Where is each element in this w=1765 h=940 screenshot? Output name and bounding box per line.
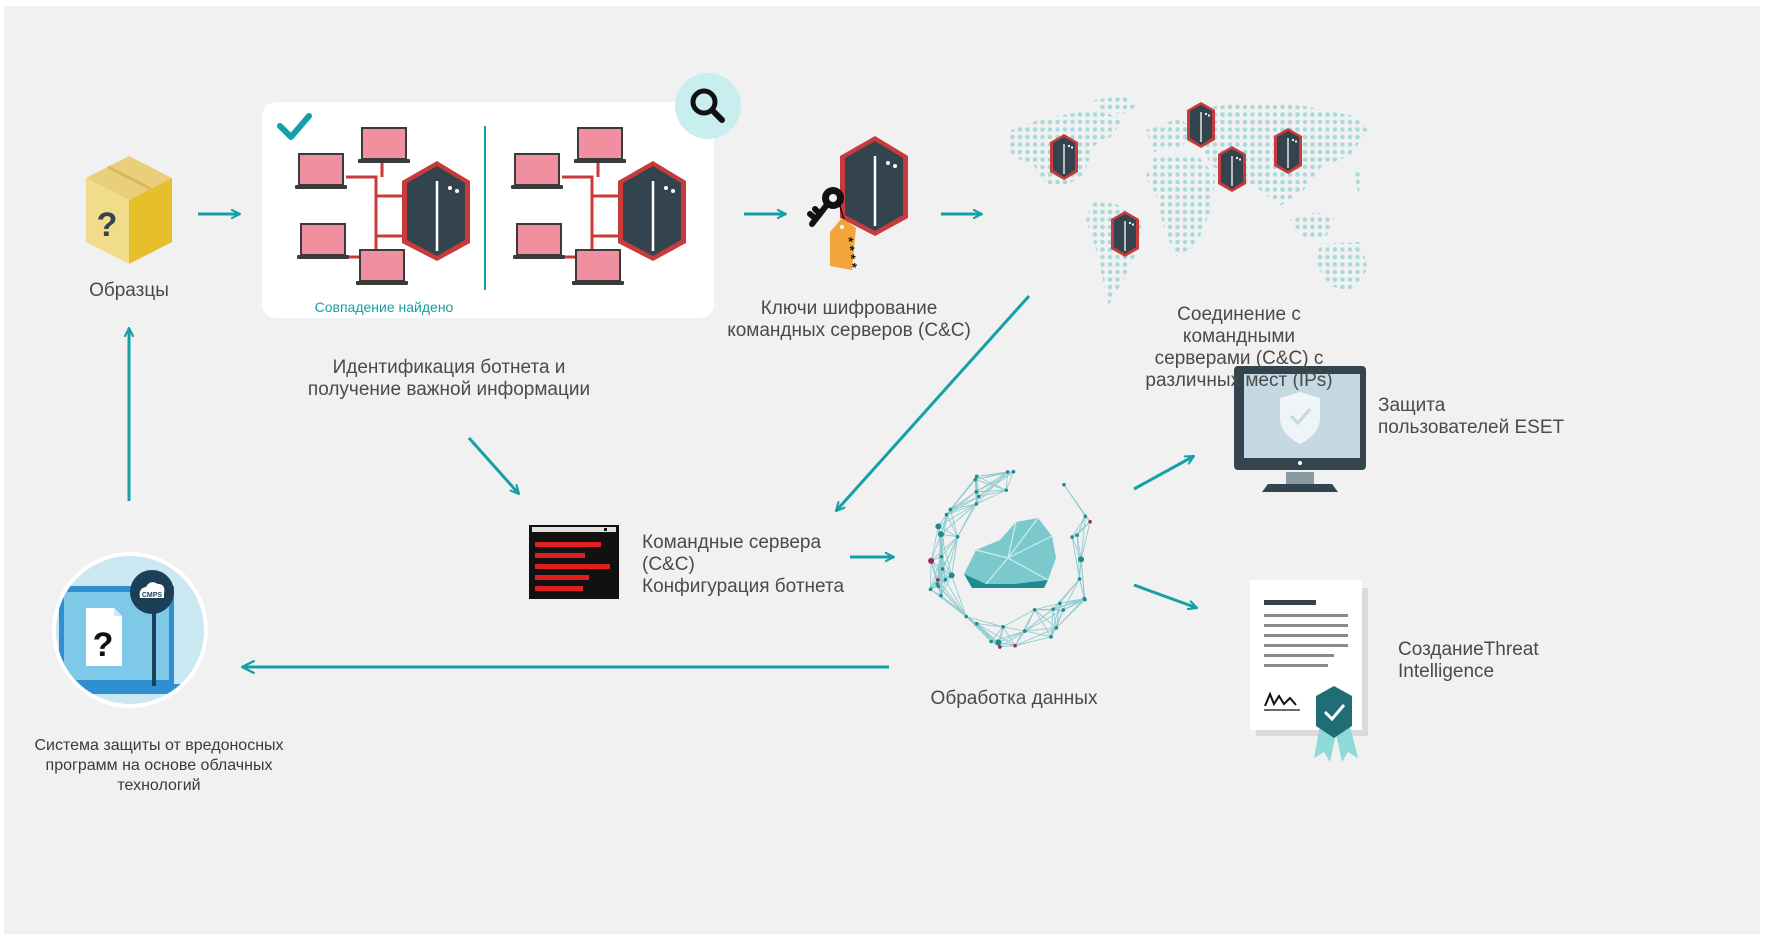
flow-arrows [129,214,1197,674]
diagram-canvas: ? [4,6,1760,934]
encryption-keys-label: Ключи шифрование командных серверов (C&C… [727,298,971,341]
laptop-icon [357,127,411,164]
laptop-icon [296,223,350,260]
server-icon [1217,145,1247,193]
report-certificate-icon [1250,580,1368,762]
server-icon [1049,133,1079,181]
cmps-badge: CMPS [142,592,163,599]
server-icon [1110,210,1140,258]
laptop-icon [294,153,348,190]
monitor-shield-icon [1234,366,1366,492]
server-icon [1273,127,1303,175]
document-question-mark: ? [93,626,114,664]
arrow-processing-to-threat-intel [1133,583,1197,608]
threat-intel-label: СозданиеThreat Intelligence [1398,639,1539,682]
laptop-icon [573,127,627,164]
config-terminal-icon [529,525,619,599]
cloud-network-icon [928,469,1092,649]
key-icon: * * * * [807,187,860,270]
cc-connection-label: Соединение с командными серверами (C&C) … [1145,304,1333,391]
cloud-system-label: Система защиты от вредоносных программ н… [34,737,284,794]
eset-protection-label: Защита пользователей ESET [1378,395,1565,438]
magnifier-icon [675,73,741,139]
arrow-identification-to-config [467,437,521,494]
arrow-processing-to-eset [1133,454,1194,491]
server-icon [838,134,910,238]
key-tag-text: * * * * [841,236,860,270]
cc-config-label: Командные сервера (C&C) Конфигурация бот… [642,532,845,597]
arrow-map-to-config [834,294,1031,511]
checkmark-icon [277,113,312,140]
laptop-icon [571,249,625,286]
botnet-match-card [262,73,741,318]
cloud-protection-system-icon: ? CMPS [52,552,208,708]
laptop-icon [512,223,566,260]
data-processing-label: Обработка данных [930,688,1098,709]
laptop-icon [510,153,564,190]
box-question-mark: ? [97,206,118,244]
match-found-label: Совпадение найдено [314,299,454,315]
encryption-key-server: * * * * [807,134,910,270]
botnet-identification-label: Идентификация ботнета и получение важной… [307,357,591,400]
server-icon [616,159,688,263]
laptop-icon [355,249,409,286]
server-icon [400,159,472,263]
server-icon [1186,101,1216,149]
unknown-sample-box-icon: ? [86,156,172,264]
samples-label: Образцы [89,280,169,301]
